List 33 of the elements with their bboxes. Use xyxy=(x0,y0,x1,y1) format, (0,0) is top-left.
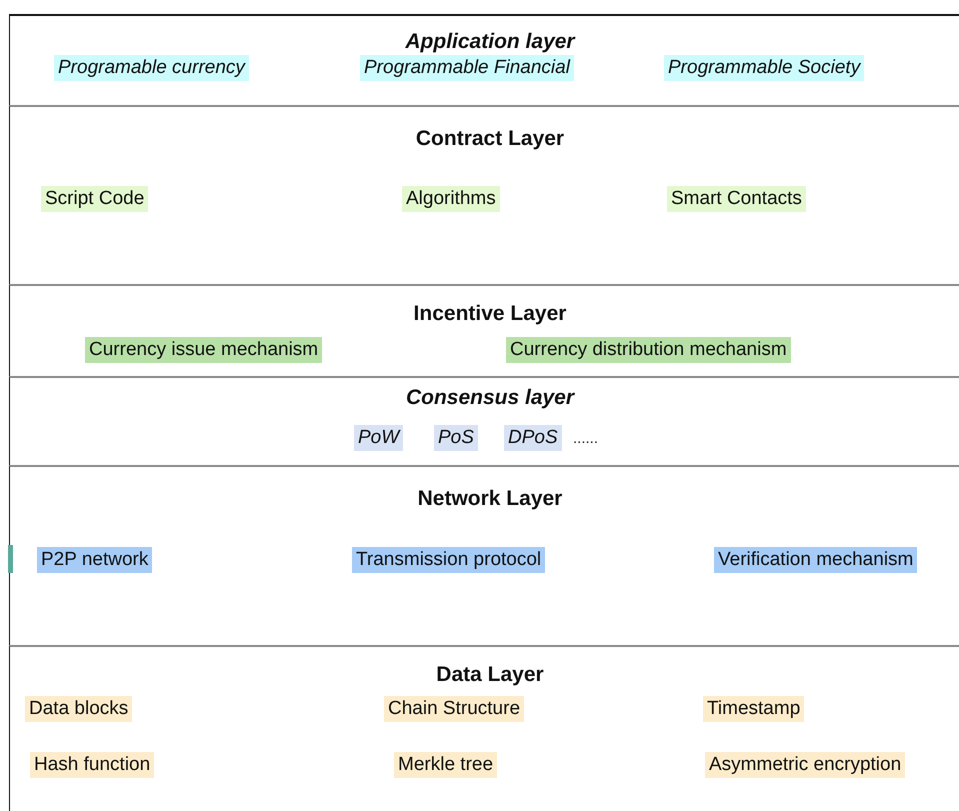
highlighted-item: Smart Contacts xyxy=(667,186,806,212)
highlighted-item: Algorithms xyxy=(402,186,500,212)
layer-band xyxy=(9,465,959,645)
highlighted-item: PoS xyxy=(434,425,478,451)
highlighted-item: P2P network xyxy=(37,547,152,573)
layer-heading: Application layer xyxy=(405,30,575,54)
highlighted-item: Data blocks xyxy=(25,696,132,722)
highlighted-item: Merkle tree xyxy=(394,752,498,778)
highlighted-item: Currency issue mechanism xyxy=(85,337,322,363)
highlighted-item: Transmission protocol xyxy=(352,547,546,573)
layer-band xyxy=(9,105,959,284)
layer-band xyxy=(9,376,959,465)
highlighted-item: Chain Structure xyxy=(384,696,524,722)
layer-heading: Network Layer xyxy=(418,487,562,511)
highlighted-item: Programable currency xyxy=(54,55,249,81)
highlighted-item: Currency distribution mechanism xyxy=(506,337,791,363)
highlighted-item: Script Code xyxy=(41,186,148,212)
layer-heading: Data Layer xyxy=(436,663,544,687)
layer-heading: Consensus layer xyxy=(406,386,574,410)
highlighted-item: Verification mechanism xyxy=(714,547,918,573)
highlighted-item: Asymmetric encryption xyxy=(705,752,906,778)
highlighted-item: Hash function xyxy=(30,752,154,778)
layer-band xyxy=(9,14,959,105)
layer-heading: Contract Layer xyxy=(416,127,564,151)
layer-band xyxy=(9,284,959,376)
highlighted-item: Timestamp xyxy=(703,696,804,722)
layer-band xyxy=(9,645,959,811)
highlighted-item: PoW xyxy=(354,425,404,451)
layer-heading: Incentive Layer xyxy=(414,302,566,326)
highlighted-item: Programmable Financial xyxy=(360,55,574,81)
highlighted-item: DPoS xyxy=(504,425,562,451)
highlighted-item: Programmable Society xyxy=(664,55,864,81)
ellipsis-text: ...... xyxy=(573,430,598,447)
